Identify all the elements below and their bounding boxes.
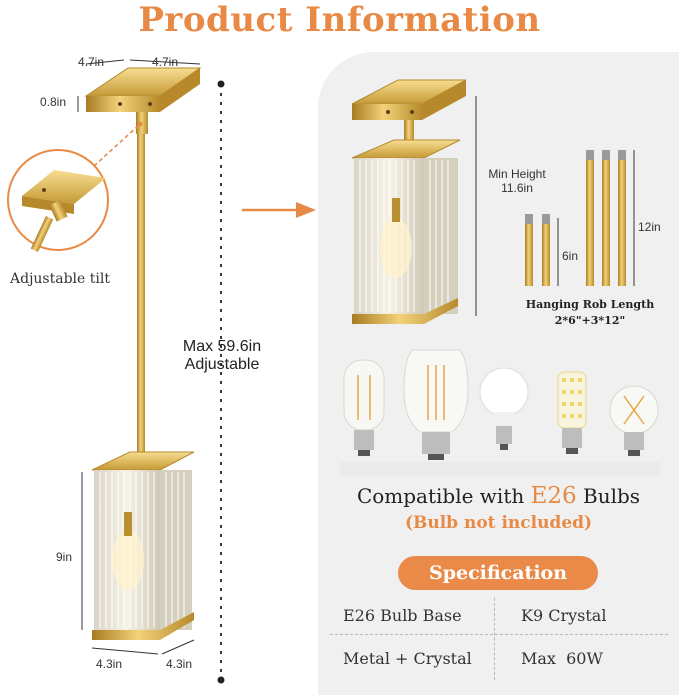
- compat-text: Compatible with E26 Bulbs: [356, 483, 641, 509]
- spec-cell: K9 Crystal: [521, 606, 607, 625]
- min-height-label: Min Height 11.6in: [488, 167, 546, 195]
- tubular-bulb-icon: [343, 359, 385, 456]
- spec-cell: Metal + Crystal: [343, 649, 472, 668]
- spec-divider-vertical: [494, 598, 495, 680]
- shade-depth-label: 4.3in: [166, 657, 193, 671]
- canopy-height-label: 0.8in: [40, 95, 67, 109]
- spec-cell: E26 Bulb Base: [343, 606, 462, 625]
- min-height-illustration: [351, 79, 635, 324]
- pendant-illustration: [7, 59, 316, 684]
- shade-height-label: 9in: [56, 550, 73, 564]
- canopy-depth-label: 4.7in: [152, 55, 179, 69]
- bulbs-illustration: [340, 349, 660, 476]
- rod-length-label: Hanging Rob Length 2*6"+3*12": [525, 298, 655, 327]
- globe-bulb-icon: [609, 385, 659, 456]
- specification-heading: Specification: [398, 556, 598, 590]
- a19-bulb-icon: [479, 367, 529, 450]
- edison-bulb-icon: [403, 349, 469, 460]
- short-rod-length: 6in: [562, 249, 579, 263]
- compat-highlight: E26: [530, 483, 577, 509]
- long-rod-length: 12in: [638, 220, 661, 234]
- canopy-width-label: 4.7in: [78, 55, 105, 69]
- tilt-label: Adjustable tilt: [10, 271, 110, 287]
- bulb-note: (Bulb not included): [404, 513, 593, 533]
- spec-cell: Max 60W: [521, 649, 603, 668]
- spec-divider-horizontal: [330, 634, 668, 635]
- corn-bulb-icon: [557, 371, 587, 454]
- page-title: Product Information: [138, 0, 541, 40]
- max-height-label: Max 59.6in Adjustable: [182, 338, 262, 373]
- shade-width-label: 4.3in: [96, 657, 123, 671]
